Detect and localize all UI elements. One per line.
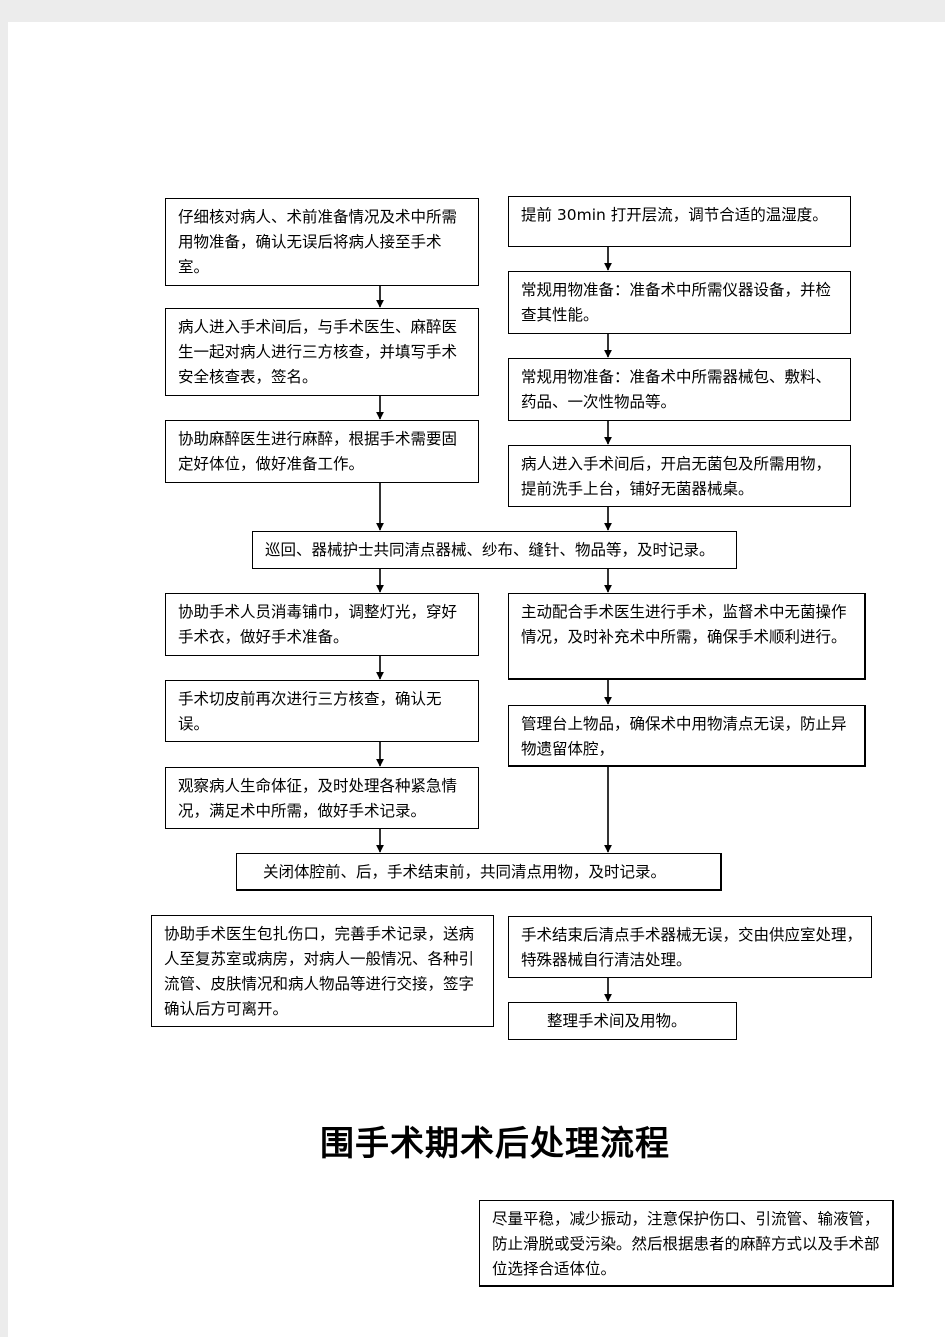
- step-r5: 主动配合手术医生进行手术，监督术中无菌操作情况，及时补充术中所需，确保手术顺利进…: [508, 593, 866, 680]
- step-r4: 病人进入手术间后，开启无菌包及所需用物，提前洗手上台，铺好无菌器械桌。: [508, 445, 851, 507]
- step-r3: 常规用物准备：准备术中所需器械包、敷料、药品、一次性物品等。: [508, 358, 851, 421]
- step-r7: 手术结束后清点手术器械无误，交由供应室处理，特殊器械自行清洁处理。: [508, 916, 872, 978]
- step-l3: 协助麻醉医生进行麻醉，根据手术需要固定好体位，做好准备工作。: [165, 420, 479, 483]
- step-l6: 观察病人生命体征，及时处理各种紧急情况，满足术中所需，做好手术记录。: [165, 767, 479, 829]
- step-l5: 手术切皮前再次进行三方核查，确认无误。: [165, 680, 479, 742]
- section-title: 围手术期术后处理流程: [320, 1124, 670, 1164]
- step-l4: 协助手术人员消毒铺巾，调整灯光，穿好手术衣，做好手术准备。: [165, 593, 479, 656]
- merge-step-1: 巡回、器械护士共同清点器械、纱布、缝针、物品等，及时记录。: [252, 531, 737, 569]
- step-r2: 常规用物准备：准备术中所需仪器设备，并检查其性能。: [508, 271, 851, 334]
- merge-step-2: 关闭体腔前、后，手术结束前，共同清点用物，及时记录。: [236, 853, 722, 891]
- step-l7: 协助手术医生包扎伤口，完善手术记录，送病人至复苏室或病房，对病人一般情况、各种引…: [151, 915, 494, 1027]
- step-r6: 管理台上物品，确保术中用物清点无误，防止异物遗留体腔，: [508, 705, 866, 767]
- postop-positioning-box: 尽量平稳，减少振动，注意保护伤口、引流管、输液管，防止滑脱或受污染。然后根据患者…: [479, 1200, 894, 1287]
- step-l1: 仔细核对病人、术前准备情况及术中所需用物准备，确认无误后将病人接至手术室。: [165, 198, 479, 286]
- step-r8: 整理手术间及用物。: [508, 1002, 737, 1040]
- step-l2: 病人进入手术间后，与手术医生、麻醉医生一起对病人进行三方核查，并填写手术安全核查…: [165, 308, 479, 396]
- step-r1: 提前 30min 打开层流，调节合适的温湿度。: [508, 196, 851, 247]
